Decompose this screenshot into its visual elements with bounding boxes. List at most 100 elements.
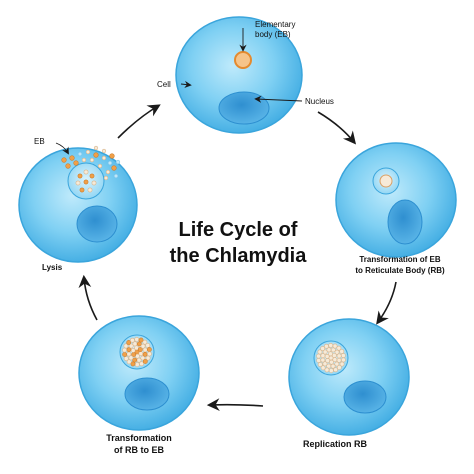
label-transformation-rb-eb-1: Transformation <box>106 433 172 443</box>
rb-eb-body <box>128 355 134 361</box>
released-eb <box>85 149 91 155</box>
rb-eb-body <box>137 347 143 352</box>
pointer-cell <box>180 80 192 88</box>
reticulate-body <box>334 361 340 367</box>
reticulate-body <box>329 359 334 365</box>
rb-eb-body <box>147 351 152 357</box>
rb-eb-body <box>146 347 152 352</box>
released-eb <box>93 145 99 151</box>
released-eb <box>61 157 67 163</box>
rb-eb-cluster-bottom-left <box>122 337 152 367</box>
released-eb <box>93 152 99 158</box>
reticulate-body <box>324 343 329 349</box>
inclusion-body <box>75 180 81 186</box>
rb-eb-body <box>126 359 132 365</box>
released-eb <box>111 165 117 171</box>
cell-transformation-rb-eb <box>78 315 200 431</box>
released-eb <box>103 175 109 181</box>
reticulate-body <box>336 365 342 370</box>
reticulate-body <box>320 346 326 351</box>
rb-eb-body <box>134 345 139 351</box>
rb-eb-body <box>134 362 140 367</box>
released-eb <box>69 155 75 161</box>
inclusion-body <box>79 187 85 193</box>
inclusion-body <box>83 169 89 175</box>
reticulate-body <box>332 343 338 349</box>
reticulate-body <box>328 343 334 348</box>
released-eb <box>107 160 113 166</box>
released-eb <box>97 163 103 169</box>
pointer-nucleus <box>254 95 303 103</box>
arrow-left-to-top <box>117 104 161 139</box>
reticulate-body <box>320 357 326 363</box>
cell-lysis <box>18 145 138 263</box>
reticulate-body <box>317 349 323 355</box>
reticulate-body <box>328 368 334 373</box>
reticulate-body <box>341 357 346 363</box>
reticulate-body <box>330 347 336 353</box>
rb-eb-body <box>140 343 146 349</box>
released-eb <box>65 163 71 169</box>
elementary-body-top <box>234 51 252 69</box>
inclusion-body <box>87 187 93 193</box>
nucleus-bottom-left <box>124 377 170 411</box>
rb-eb-body <box>136 341 142 347</box>
label-elementary-body-2: body (EB) <box>255 30 291 39</box>
reticulate-body-right <box>379 174 393 188</box>
reticulate-body <box>336 353 342 359</box>
rb-eb-body <box>142 347 148 353</box>
reticulate-body <box>339 361 345 367</box>
arrow-bottom-right-to-bottom-left <box>206 398 264 412</box>
reticulate-body <box>326 363 332 369</box>
arrow-bottom-left-to-left <box>78 274 98 321</box>
released-eb <box>101 155 107 161</box>
reticulate-body <box>334 349 340 355</box>
reticulate-body <box>328 351 333 357</box>
released-eb <box>101 148 107 154</box>
rb-eb-body <box>145 343 151 348</box>
rb-eb-body <box>123 343 129 349</box>
inclusion-body <box>83 179 89 185</box>
reticulate-body <box>316 358 322 363</box>
rb-eb-body <box>126 351 132 357</box>
rb-cluster-bottom-right <box>316 343 346 373</box>
cell-top <box>175 16 303 134</box>
reticulate-body <box>339 349 345 354</box>
rb-eb-body <box>122 352 128 357</box>
reticulate-body <box>336 345 342 351</box>
label-transformation-eb-rb-2: to Reticulate Body (RB) <box>355 266 445 275</box>
rb-eb-body <box>122 347 127 353</box>
released-eb <box>89 157 95 163</box>
rb-eb-body <box>132 357 138 363</box>
released-eb <box>73 160 79 166</box>
released-eb <box>77 151 83 157</box>
rb-eb-body <box>142 359 148 364</box>
rb-eb-body <box>140 355 146 361</box>
reticulate-body <box>333 367 338 373</box>
label-elementary-body-1: Elementary <box>255 20 295 29</box>
released-eb <box>109 153 115 159</box>
inclusion-body <box>91 180 97 186</box>
rb-eb-body <box>135 353 140 359</box>
inclusion-body <box>89 173 95 179</box>
cell-replication-rb <box>288 318 410 436</box>
nucleus-left <box>76 205 118 243</box>
label-eb: EB <box>34 137 45 146</box>
reticulate-body <box>317 362 323 367</box>
diagram-title-line-1: Life Cycle of <box>179 219 298 241</box>
reticulate-body <box>316 353 321 359</box>
nucleus-bottom-right <box>343 380 387 414</box>
inclusion-body <box>77 173 83 179</box>
released-eb <box>105 169 111 175</box>
rb-eb-body <box>138 337 144 343</box>
rb-eb-body <box>130 337 135 343</box>
eb-release-cluster <box>61 145 121 193</box>
diagram-title-line-2: the Chlamydia <box>170 245 308 267</box>
rb-eb-body <box>142 351 148 357</box>
label-cell: Cell <box>157 80 171 89</box>
arrow-top-to-right <box>317 111 357 145</box>
rb-eb-body <box>126 340 132 345</box>
cell-transformation-eb-rb <box>335 142 457 258</box>
reticulate-body <box>331 353 337 358</box>
